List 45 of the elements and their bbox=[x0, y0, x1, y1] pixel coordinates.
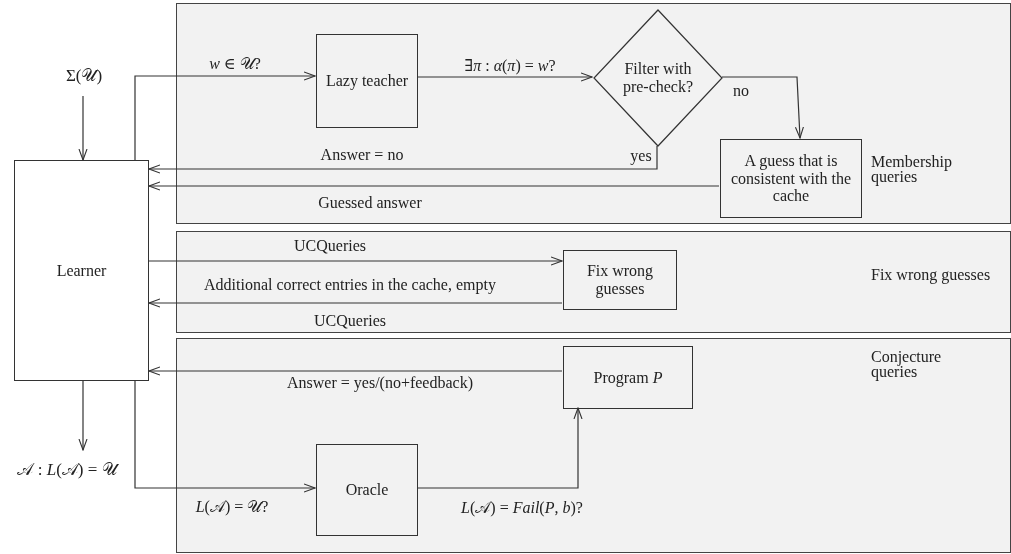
arrow bbox=[78, 380, 88, 451]
edge-label: L(𝒜) = Fail(P, b)? bbox=[461, 499, 583, 517]
edge-label: Guessed answer bbox=[318, 194, 422, 212]
process-box bbox=[563, 250, 677, 310]
process-box bbox=[14, 160, 149, 381]
process-box bbox=[316, 444, 418, 536]
decision-text: Filter with pre-check? bbox=[621, 60, 695, 96]
arrow bbox=[134, 71, 316, 161]
arrow bbox=[148, 256, 563, 266]
section-label: Membership queries bbox=[871, 154, 953, 185]
arrow bbox=[148, 181, 720, 191]
edge-label: Additional correct entries in the cache, empty UCQueries bbox=[203, 275, 497, 331]
box-label: Learner bbox=[55, 261, 108, 280]
process-box bbox=[563, 346, 693, 409]
section-panel bbox=[176, 3, 1011, 224]
section-panel bbox=[176, 338, 1011, 553]
edge-label: Answer = no bbox=[320, 146, 404, 164]
box-label: Oracle bbox=[344, 481, 390, 499]
process-box bbox=[316, 34, 418, 128]
process-box bbox=[720, 139, 862, 218]
arrow bbox=[148, 145, 658, 174]
edge-label: no bbox=[733, 82, 749, 100]
edge-label: w ∈ 𝒰? bbox=[209, 55, 261, 73]
section-label: Fix wrong guesses bbox=[871, 267, 991, 283]
section-panel bbox=[176, 231, 1011, 333]
arrow bbox=[148, 366, 563, 376]
section-label: Conjecture queries bbox=[871, 349, 943, 380]
arrow bbox=[78, 95, 88, 161]
arrow bbox=[416, 72, 593, 82]
branch-label: yes bbox=[630, 147, 652, 165]
edge-label: UCQueries bbox=[294, 237, 366, 255]
arrow bbox=[148, 298, 563, 308]
edge-label: L(𝒜) = 𝒰? bbox=[195, 498, 269, 516]
arrow bbox=[134, 380, 316, 493]
math-expression: Σ(𝒰) bbox=[58, 60, 110, 92]
edge-label: Answer = yes/(no+feedback) bbox=[287, 374, 473, 392]
box-label: Fix wrong guesses bbox=[585, 262, 655, 298]
box-label: Lazy teacher bbox=[324, 72, 410, 90]
edge-label: ∃π : α(π) = w? bbox=[464, 57, 556, 75]
arrow bbox=[416, 407, 583, 489]
decision-diamond bbox=[593, 9, 723, 147]
math-expression: 𝒜 : L(𝒜) = 𝒰 bbox=[0, 452, 134, 488]
box-label: Program P bbox=[592, 368, 664, 387]
arrow bbox=[721, 76, 804, 139]
box-label: A guess that is consistent with the cache bbox=[730, 152, 852, 205]
